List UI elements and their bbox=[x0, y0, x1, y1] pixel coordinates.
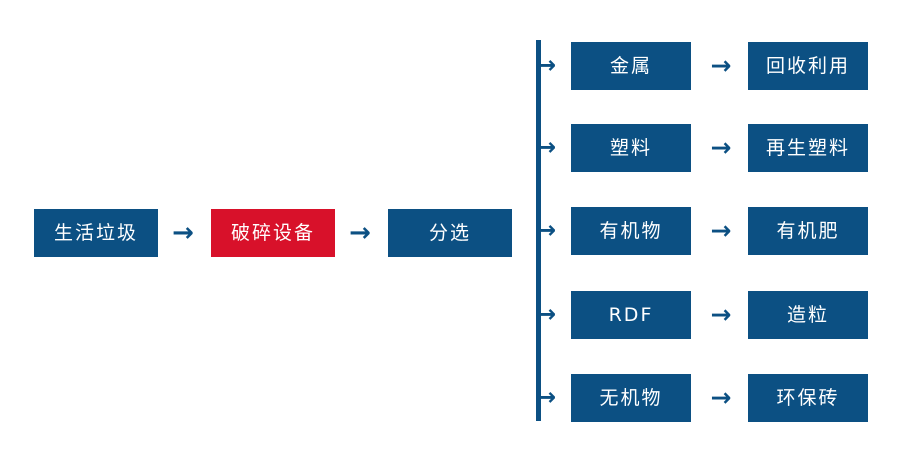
arrow-crusher-to-sorting: → bbox=[349, 218, 371, 248]
branch-stub-arrow-plastic: → bbox=[536, 133, 557, 161]
node-organic-matter[interactable]: 有机物 bbox=[571, 207, 691, 255]
node-pelletizing[interactable]: 造粒 bbox=[748, 291, 868, 339]
node-domestic-waste[interactable]: 生活垃圾 bbox=[34, 209, 158, 257]
node-metal[interactable]: 金属 bbox=[571, 42, 691, 90]
arrow-waste-to-crusher: → bbox=[172, 218, 194, 248]
arrow-metal-to-recycling: → bbox=[710, 51, 732, 80]
arrow-plastic-to-recycled-plastic: → bbox=[710, 133, 732, 162]
node-crushing-equipment[interactable]: 破碎设备 bbox=[211, 209, 335, 257]
branch-bus-connector bbox=[536, 40, 541, 421]
node-recycled-plastic[interactable]: 再生塑料 bbox=[748, 124, 868, 172]
arrow-organic-to-fertilizer: → bbox=[710, 216, 732, 245]
branch-stub-arrow-metal: → bbox=[536, 51, 557, 79]
node-sorting[interactable]: 分选 bbox=[388, 209, 512, 257]
node-organic-fertilizer[interactable]: 有机肥 bbox=[748, 207, 868, 255]
node-recycling-reuse[interactable]: 回收利用 bbox=[748, 42, 868, 90]
branch-stub-arrow-rdf: → bbox=[536, 300, 557, 328]
branch-stub-arrow-organic: → bbox=[536, 216, 557, 244]
arrow-rdf-to-pelletizing: → bbox=[710, 300, 732, 329]
node-plastic[interactable]: 塑料 bbox=[571, 124, 691, 172]
node-inorganic-matter[interactable]: 无机物 bbox=[571, 374, 691, 422]
branch-stub-arrow-inorganic: → bbox=[536, 383, 557, 411]
arrow-inorganic-to-eco-brick: → bbox=[710, 383, 732, 412]
node-rdf[interactable]: RDF bbox=[571, 291, 691, 339]
node-eco-brick[interactable]: 环保砖 bbox=[748, 374, 868, 422]
